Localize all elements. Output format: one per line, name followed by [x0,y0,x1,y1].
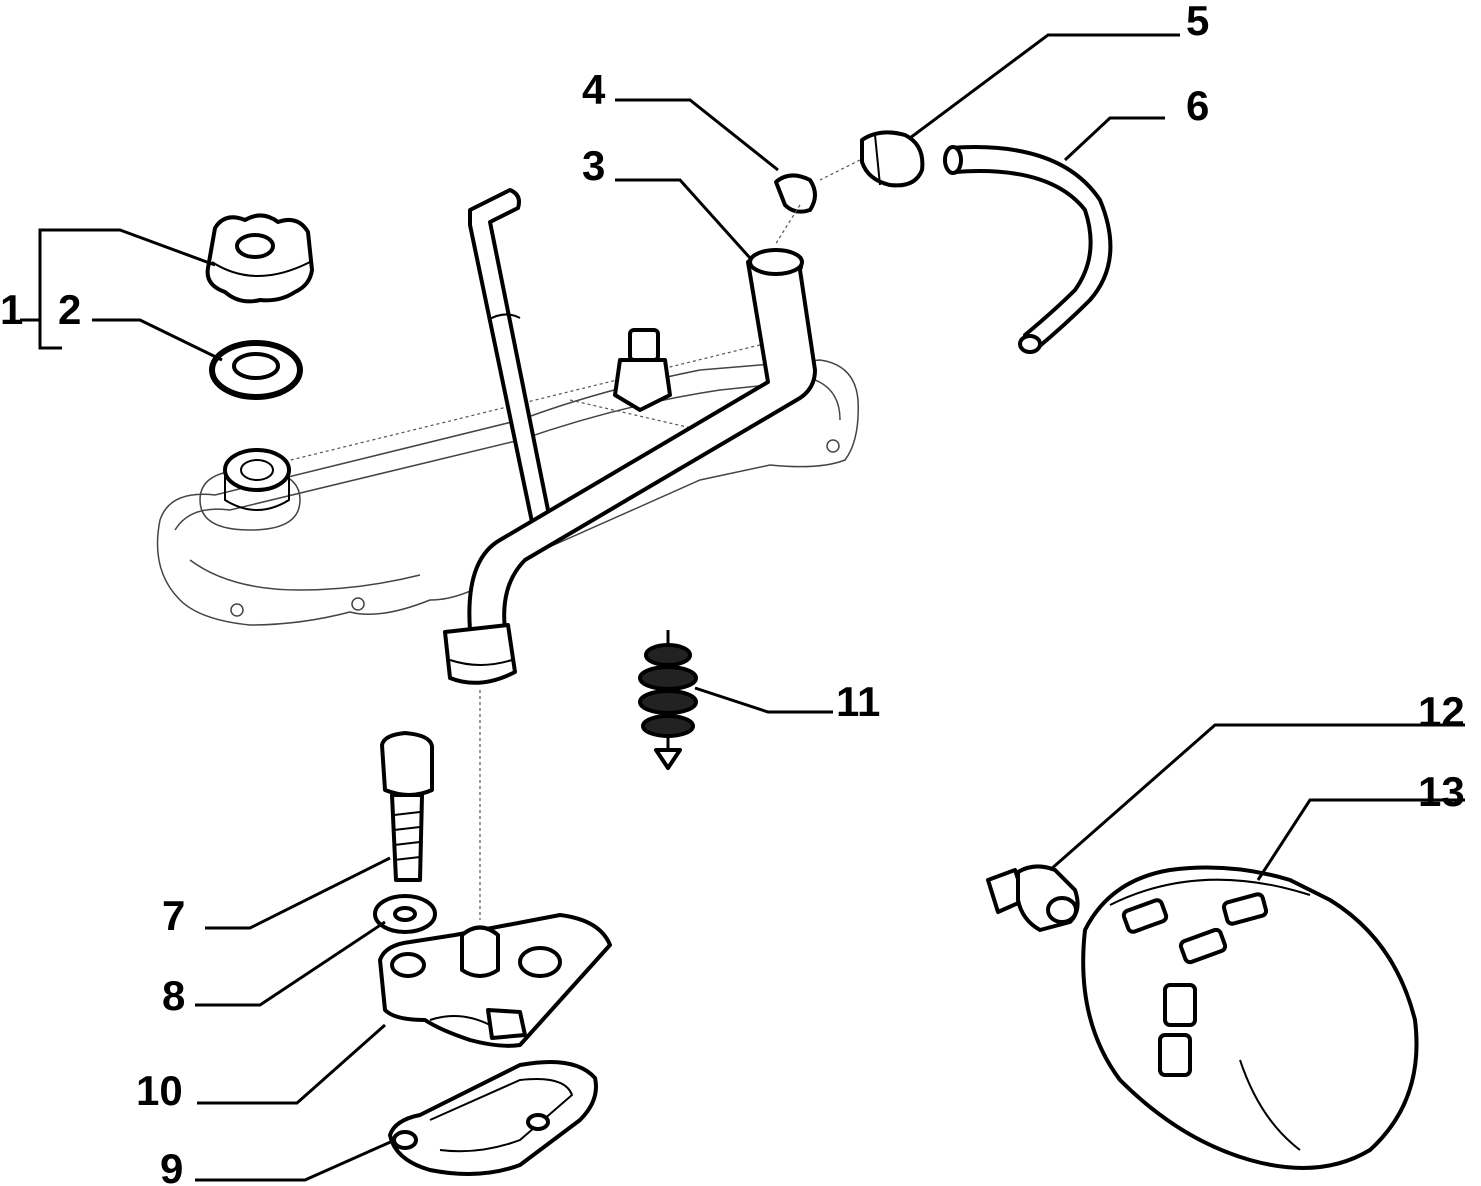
leader-5 [909,33,1180,140]
leader-11 [694,686,833,714]
callout-9: 9 [160,1145,183,1186]
filler-neck [199,448,301,531]
washer-part-8 [373,894,437,934]
callout-13: 13 [1418,768,1465,815]
leader-9 [195,1138,396,1182]
leader-8 [195,920,386,1007]
leader-1 [40,228,216,267]
pump-housing-part-10 [378,913,612,1048]
cover-sensor [613,328,672,412]
callout-8: 8 [162,972,185,1019]
callout-11: 11 [836,678,880,725]
callout-1: 1 [0,286,23,333]
callout-2: 2 [58,286,81,333]
leader-4 [615,98,779,172]
leader-12 [1049,723,1465,872]
leader-lines [20,33,1465,1182]
callout-5: 5 [1186,0,1209,44]
leader-13 [1256,798,1465,881]
vent-rod [468,188,552,527]
leader-6 [1063,116,1165,162]
engine-cover-outline [156,339,859,626]
callout-10: 10 [136,1067,183,1114]
curved-hose-part-6 [943,145,1113,354]
callout-3: 3 [582,142,605,189]
callout-7: 7 [162,892,185,939]
leader-10 [197,1023,386,1105]
filler-cap-part-1 [205,213,314,304]
leader-7 [205,856,391,930]
leader-2 [92,318,223,362]
gasket-part-9 [388,1059,598,1176]
valve-connector-part-5 [819,130,925,188]
hose-clip-part-4 [774,173,817,246]
callout-6: 6 [1186,82,1209,129]
adapter-fitting-part-12 [986,864,1080,932]
bolt-part-7 [380,731,434,882]
breather-tube-part-3 [443,248,817,920]
leader-3 [615,178,752,260]
callout-4: 4 [582,66,606,113]
oil-filter-part-13 [1081,865,1419,1170]
spring-element-part-11 [638,630,698,770]
seal-ring-part-2 [209,340,303,400]
callout-12: 12 [1418,688,1465,735]
